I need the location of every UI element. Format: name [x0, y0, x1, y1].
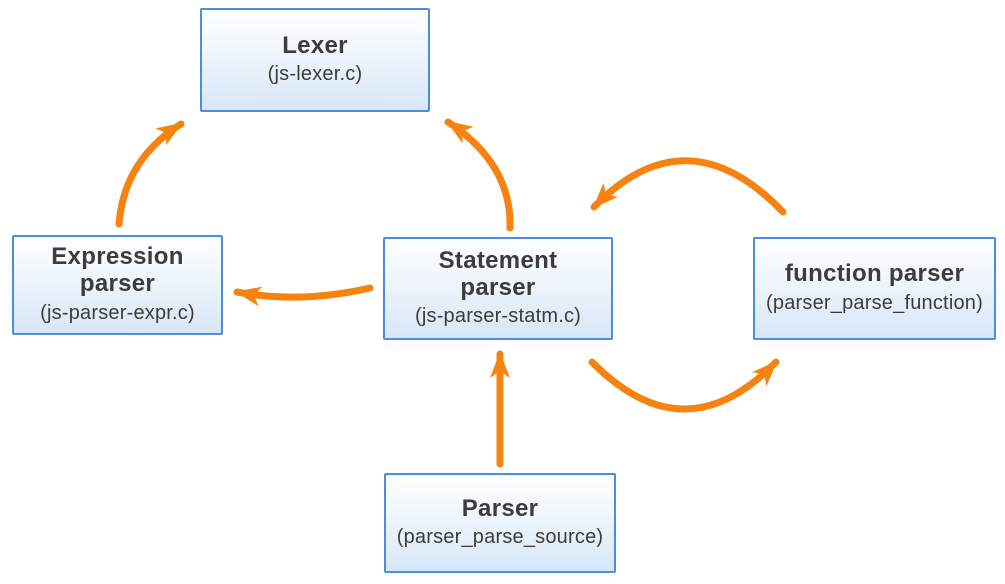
node-title-line: parser — [460, 273, 536, 301]
node-title: Parser — [461, 494, 539, 523]
node-title-line: Expression — [51, 243, 184, 271]
edge-expression-parser-to-lexer — [115, 120, 185, 228]
node-subtitle: (js-parser-expr.c) — [40, 301, 195, 324]
node-title: function parser — [784, 260, 965, 288]
edge-function-parser-to-statement-parser — [590, 157, 787, 216]
node-title-line: function parser — [784, 260, 965, 288]
edge-statement-parser-to-function-parser — [588, 358, 780, 413]
node-subtitle: (js-lexer.c) — [267, 63, 363, 86]
node-lexer: Lexer (js-lexer.c) — [200, 8, 430, 112]
edge-statement-parser-to-lexer — [444, 118, 514, 232]
node-title-line: Statement — [438, 246, 558, 274]
edge-statement-parser-to-expression-parser — [233, 284, 374, 307]
node-title: Lexer — [282, 31, 348, 60]
node-function-parser: function parser (parser_parse_function) — [753, 237, 996, 340]
node-title-line: Parser — [461, 494, 539, 522]
node-subtitle: (parser_parse_function) — [766, 291, 983, 314]
node-subtitle: (js-parser-statm.c) — [414, 305, 582, 328]
node-title-line: Lexer — [282, 31, 348, 59]
node-parser: Parser (parser_parse_source) — [384, 473, 616, 573]
node-title-line: parser — [79, 270, 156, 297]
node-subtitle: (parser_parse_source) — [396, 526, 604, 549]
